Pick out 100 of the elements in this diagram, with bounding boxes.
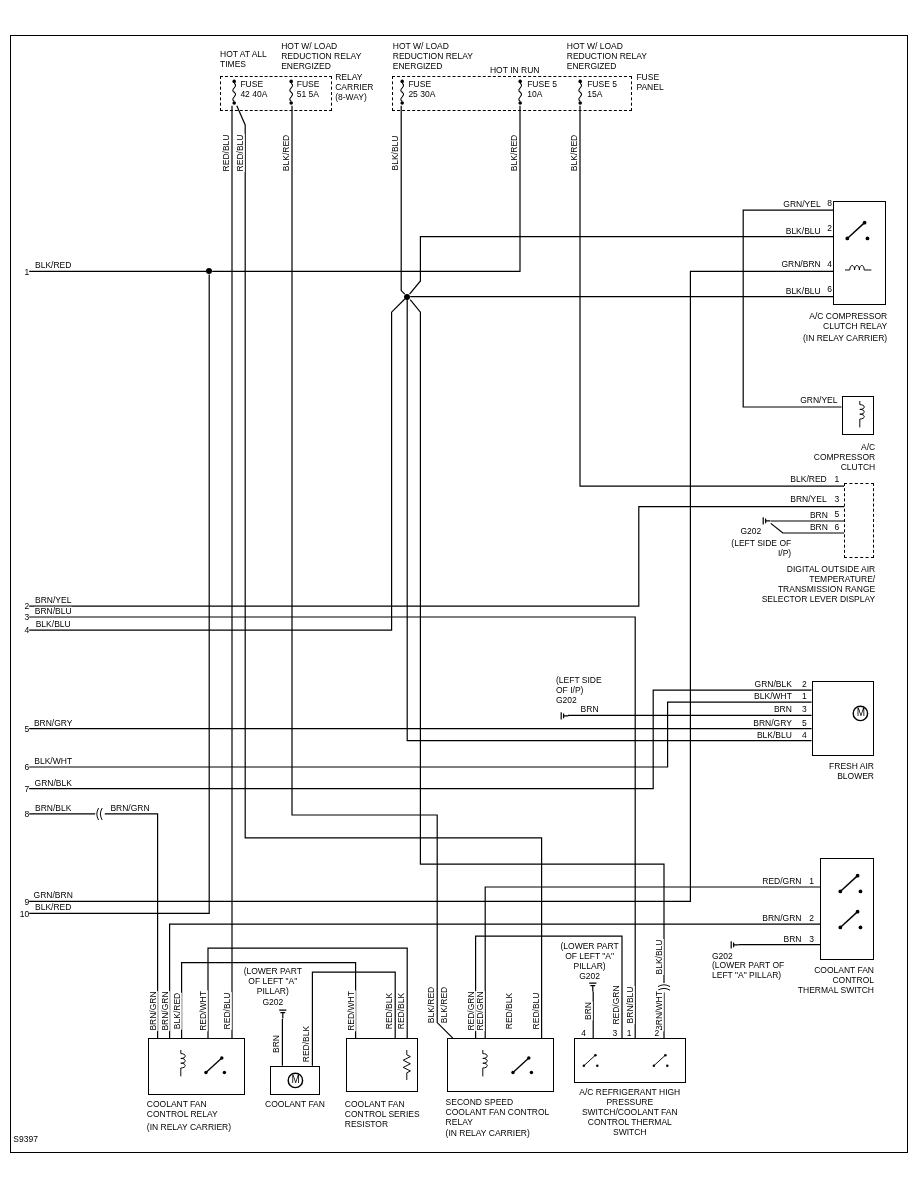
wire-label: GRN/YEL <box>799 395 838 405</box>
wire-label: BLK/RED <box>426 985 436 1024</box>
pin-number: 2 <box>801 679 808 689</box>
wire-label: BRN <box>272 1034 281 1054</box>
ground-label: (LOWER PART OF LEFT "A" PILLAR) <box>712 960 786 981</box>
wire-label: BRN <box>809 522 829 532</box>
pin-number: 3 <box>833 495 840 504</box>
wire-label: RED/BLU <box>236 133 245 172</box>
wire <box>742 209 843 408</box>
wire-label: RED/GRN <box>761 876 802 886</box>
wire-label: BRN <box>809 510 829 520</box>
ground-label: G202 <box>261 997 285 1008</box>
fuse-label: FUSE 42 40A <box>240 79 269 100</box>
pin-number: 1 <box>808 876 815 886</box>
wire-label: BLK/RED <box>34 903 72 912</box>
pin-number: 9 <box>23 896 30 907</box>
wire <box>28 689 813 790</box>
power-note: HOT W/ LOAD REDUCTION RELAY ENERGIZED <box>392 41 474 71</box>
wire-label: BRN/GRY <box>33 718 73 727</box>
wire-label: BLK/BLU <box>654 938 664 975</box>
wire <box>28 728 813 730</box>
wire-label: BLK/BLU <box>35 619 72 629</box>
block-label: FUSE PANEL <box>636 72 665 93</box>
ground-label: G202 <box>578 971 601 981</box>
fuse-label: FUSE 5 10A <box>527 79 558 100</box>
pin-number: 2 <box>826 223 833 233</box>
ground-label: (LEFT SIDE OF I/P) <box>556 674 603 695</box>
motor-letter: M <box>856 708 866 718</box>
wire <box>207 947 408 1039</box>
pin-number: 10 <box>18 908 30 919</box>
wire-label: RED/BLK <box>384 991 394 1030</box>
wire-label: RED/BLU <box>221 133 231 172</box>
component-label: A/C COMPRESSOR CLUTCH <box>812 441 876 472</box>
component-label: (IN RELAY CARRIER) <box>146 1122 233 1133</box>
pin-number: 2 <box>23 601 30 612</box>
wire <box>409 299 665 984</box>
wire <box>579 105 845 487</box>
power-note: HOT W/ LOAD REDUCTION RELAY ENERGIZED <box>281 41 363 71</box>
wire-label: BLK/BLU <box>756 730 793 739</box>
pin-number: 4 <box>826 259 833 269</box>
pin-number: 1 <box>23 266 30 277</box>
pin-number: 8 <box>23 809 30 819</box>
pin-number: 3 <box>23 612 30 623</box>
pin-number: 4 <box>23 625 30 636</box>
wire-label: BRN/GRN <box>148 990 158 1031</box>
wire-label: RED/WHT <box>198 990 208 1031</box>
pin-number: 5 <box>801 718 808 727</box>
pin-number: 5 <box>23 723 30 734</box>
wire-label: BLK/WHT <box>753 691 793 701</box>
wire <box>28 701 813 768</box>
wire-label: RED/BLK <box>396 991 406 1030</box>
component-label: COOLANT FAN CONTROL RELAY <box>146 1099 219 1120</box>
wire <box>409 296 834 298</box>
ground-label: G202 <box>712 950 734 961</box>
wire-label: BRN/GRN <box>109 803 151 813</box>
ground-label: (LOWER PART OF LEFT "A" PILLAR) <box>559 941 620 971</box>
fuse-label: FUSE 25 30A <box>408 79 437 100</box>
wire-label: BRN/BLU <box>626 985 635 1024</box>
wire-label: BLK/WHT <box>33 756 73 766</box>
pin-number: 3 <box>611 1029 618 1038</box>
wire-label: BRN/GRN <box>761 913 802 923</box>
component-label: (IN RELAY CARRIER) <box>801 332 888 343</box>
wire-label: GRN/BLK <box>754 679 793 689</box>
pin-number: 6 <box>826 285 833 294</box>
wire <box>311 971 396 1067</box>
wire-label: BRN/BLU <box>34 606 73 616</box>
pin-number: 6 <box>833 522 840 532</box>
wire <box>592 990 594 1039</box>
wire-label: BRN/YEL <box>789 495 828 504</box>
wire <box>567 714 813 716</box>
wire-label: GRN/BLK <box>34 778 73 787</box>
pin-number: 2 <box>653 1029 660 1038</box>
wire <box>28 813 96 815</box>
wire-label: BRN/GRY <box>752 718 793 727</box>
wire-label: BRN <box>584 1001 593 1021</box>
fuse-label: FUSE 5 15A <box>587 79 618 100</box>
ground-label: (LOWER PART OF LEFT "A" PILLAR) <box>242 966 303 997</box>
pin-number: 8 <box>826 198 833 208</box>
power-note: HOT IN RUN <box>490 65 541 75</box>
wire <box>770 522 845 534</box>
wire <box>770 520 845 522</box>
component-label: FRESH AIR BLOWER <box>828 761 874 781</box>
pin-number: 7 <box>23 783 30 794</box>
wire <box>475 935 623 1039</box>
wire <box>231 105 233 1039</box>
wire-label: BLK/RED <box>34 261 72 270</box>
wire-label: RED/WHT <box>346 990 356 1031</box>
power-note: HOT AT ALL TIMES <box>220 49 268 70</box>
component-label: SECOND SPEED COOLANT FAN CONTROL RELAY <box>445 1097 551 1127</box>
wire <box>291 105 454 1039</box>
pin-number: 4 <box>801 730 808 739</box>
wire <box>236 105 543 1039</box>
pin-number: 2 <box>808 913 815 923</box>
component-label: A/C COMPRESSOR CLUTCH RELAY <box>808 311 888 331</box>
wire-label: BLK/RED <box>509 133 519 172</box>
ground-label: G202 <box>556 695 578 705</box>
wire-label: BLK/BLU <box>785 226 822 235</box>
wire <box>400 105 406 295</box>
fuse-label: FUSE 51 5A <box>296 79 321 100</box>
wire <box>28 273 210 914</box>
